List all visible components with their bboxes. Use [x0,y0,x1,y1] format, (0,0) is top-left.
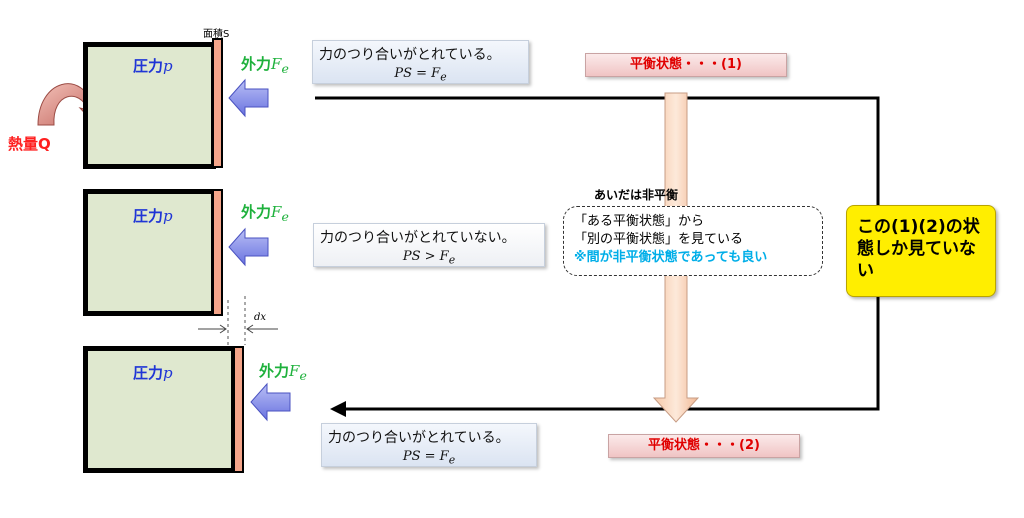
pressure-label-1: 圧力p [133,57,173,75]
external-arrow-2 [228,227,269,267]
external-arrow-1 [228,78,269,118]
heat-label: 熱量Q [8,135,51,153]
between-note: 「ある平衡状態」から 「別の平衡状態」を見ている ※間が非平衡状態であっても良い [563,206,823,276]
piston-2 [212,189,223,316]
loop-arrowhead [330,401,346,417]
external-force-label-2: 外力Fe [241,203,289,224]
gas-container-1 [83,42,216,169]
gas-container-3 [83,346,236,473]
gas-container-2 [83,189,216,316]
pressure-label-3: 圧力p [133,364,173,382]
equilibrium-state-2: 平衡状態・・・(2) [608,434,800,458]
area-label: 面積S [203,29,230,40]
equilibrium-state-1: 平衡状態・・・(1) [585,53,787,77]
piston-3 [233,346,244,473]
between-title: あいだは非平衡 [594,188,679,202]
external-force-label-3: 外力Fe [259,362,307,383]
balance-note-2: 力のつり合いがとれている。 PS = Fe [321,423,537,467]
dx-label: dx [254,312,267,323]
imbalance-note: 力のつり合いがとれていない。 PS > Fe [313,223,545,267]
pressure-label-2: 圧力p [133,207,173,225]
external-arrow-3 [250,382,291,422]
balance-note-1: 力のつり合いがとれている。 PS = Fe [312,40,529,84]
external-force-label-1: 外力Fe [241,55,289,76]
observation-callout: この(1)(2)の状態しか見ていない [846,205,996,297]
piston-1 [212,38,223,168]
